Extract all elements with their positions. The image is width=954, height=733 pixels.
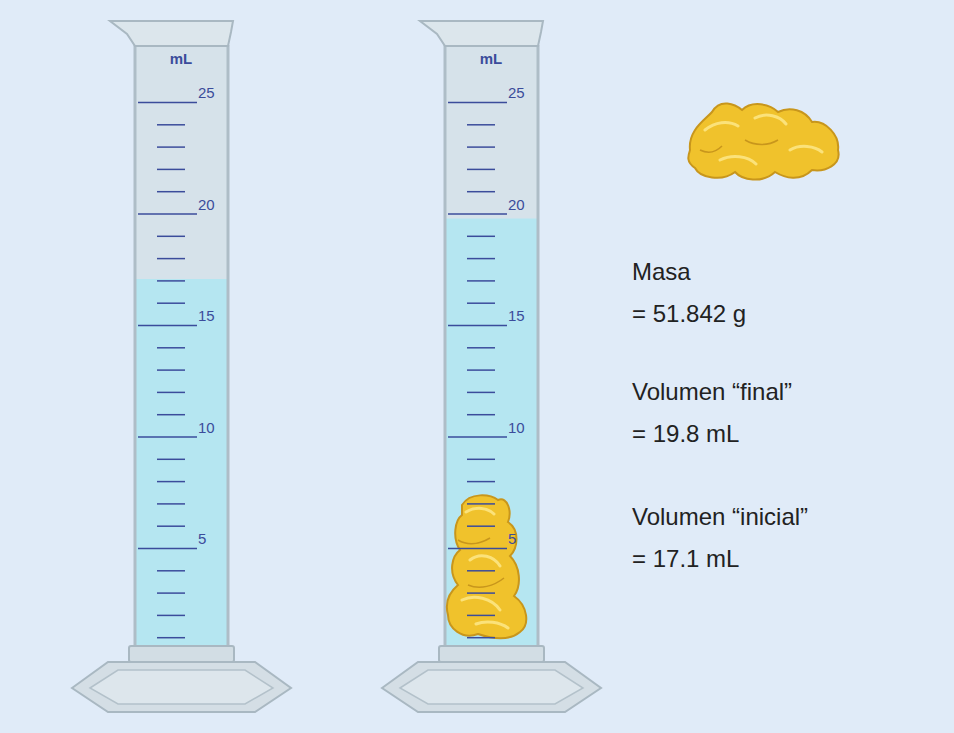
- scale-tick: [448, 213, 507, 215]
- scale-tick: [467, 146, 495, 148]
- scale-ticks: [138, 103, 507, 638]
- scale-tick: [467, 258, 495, 260]
- scale-tick: [157, 258, 185, 260]
- scale-number: 5: [198, 530, 206, 547]
- scale-tick: [157, 347, 185, 349]
- scale-tick: [157, 236, 185, 238]
- scale-tick: [467, 191, 495, 193]
- unit-label: mL: [480, 50, 503, 67]
- scale-tick: [157, 280, 185, 282]
- scale-tick: [467, 169, 495, 171]
- graduated-cylinder: [382, 21, 601, 712]
- scale-tick: [157, 459, 185, 461]
- scale-tick: [467, 414, 495, 416]
- scale-tick: [157, 592, 185, 594]
- scale-tick: [448, 436, 507, 438]
- gold-nugget: [688, 103, 838, 179]
- scale-number: 20: [198, 196, 215, 213]
- scale-number: 25: [198, 84, 215, 101]
- scale-tick: [467, 525, 495, 527]
- scale-tick: [467, 503, 495, 505]
- scale-tick: [467, 124, 495, 126]
- scale-tick: [138, 102, 197, 104]
- scale-tick: [448, 102, 507, 104]
- scale-tick: [157, 191, 185, 193]
- scale-tick: [467, 481, 495, 483]
- scale-tick: [157, 414, 185, 416]
- scale-tick: [157, 146, 185, 148]
- graduated-cylinder: [72, 21, 291, 712]
- scale-tick: [467, 459, 495, 461]
- scale-tick: [138, 436, 197, 438]
- quantity-value: = 17.1 mL: [632, 545, 739, 573]
- scale-tick: [467, 637, 495, 639]
- scale-tick: [157, 124, 185, 126]
- scale-tick: [467, 369, 495, 371]
- scale-tick: [157, 481, 185, 483]
- scale-tick: [467, 302, 495, 304]
- scale-tick: [157, 369, 185, 371]
- scale-tick: [157, 302, 185, 304]
- gold-nugget: [447, 495, 526, 638]
- scale-tick: [467, 615, 495, 617]
- scale-tick: [157, 637, 185, 639]
- quantity-value: = 19.8 mL: [632, 420, 739, 448]
- scale-tick: [448, 325, 507, 327]
- scale-number: 10: [508, 419, 525, 436]
- scale-number: 25: [508, 84, 525, 101]
- scale-tick: [467, 392, 495, 394]
- scale-tick: [157, 392, 185, 394]
- scale-tick: [138, 213, 197, 215]
- quantity-name: Masa: [632, 258, 691, 286]
- quantity-name: Volumen “inicial”: [632, 503, 808, 531]
- quantity-value: = 51.842 g: [632, 300, 746, 328]
- scale-number: 10: [198, 419, 215, 436]
- scale-tick: [157, 503, 185, 505]
- scale-tick: [467, 592, 495, 594]
- scale-tick: [467, 570, 495, 572]
- scale-tick: [467, 347, 495, 349]
- scale-tick: [467, 280, 495, 282]
- scale-tick: [157, 615, 185, 617]
- scale-tick: [467, 236, 495, 238]
- scale-number: 15: [198, 307, 215, 324]
- scale-number: 20: [508, 196, 525, 213]
- scale-tick: [138, 548, 197, 550]
- scale-tick: [138, 325, 197, 327]
- scale-number: 15: [508, 307, 525, 324]
- scale-tick: [448, 548, 507, 550]
- scale-number: 5: [508, 530, 516, 547]
- quantity-name: Volumen “final”: [632, 378, 792, 406]
- scale-tick: [157, 570, 185, 572]
- scale-tick: [157, 169, 185, 171]
- unit-label: mL: [170, 50, 193, 67]
- scale-tick: [157, 525, 185, 527]
